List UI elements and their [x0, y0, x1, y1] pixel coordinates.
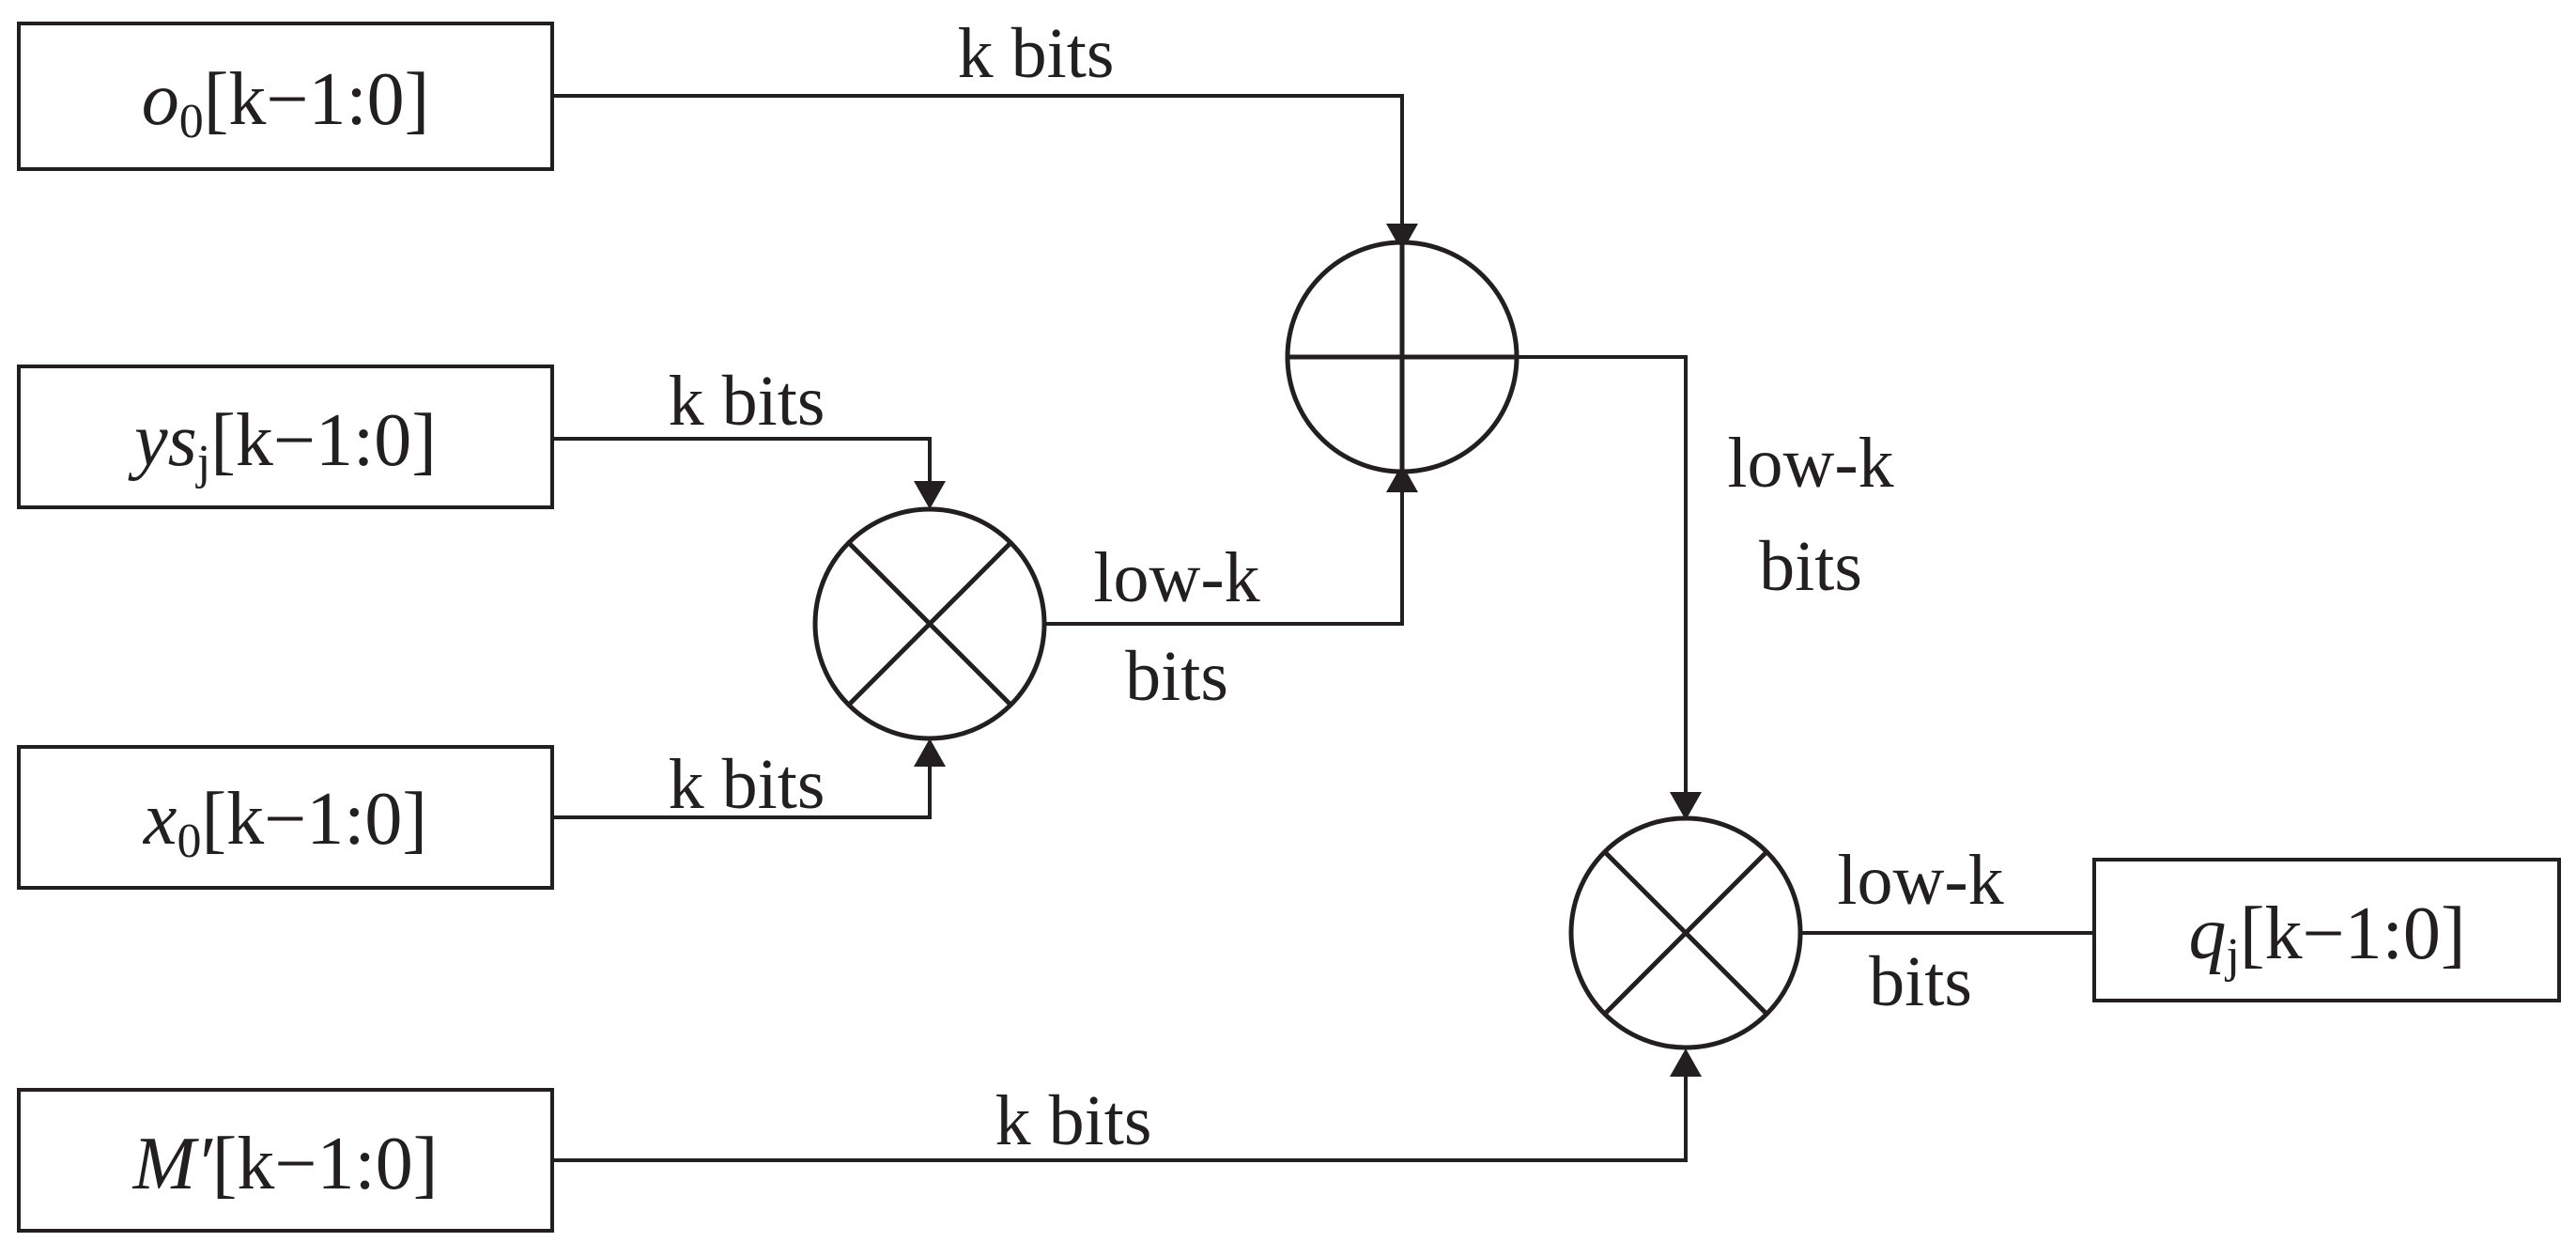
qj-subscript: j	[2224, 929, 2239, 983]
wire-multiplier1-to-adder	[1044, 489, 1404, 626]
svg-text:qj[k−1:0]: qj[k−1:0]	[2188, 893, 2465, 983]
svg-text:x0[k−1:0]: x0[k−1:0]	[143, 778, 427, 868]
label-o0-bits: k bits	[958, 14, 1115, 93]
wire-o0-to-adder	[552, 94, 1404, 228]
label-multiplier1-output-line2: bits	[1125, 637, 1228, 716]
arrowhead-into-multiplier2-top	[1670, 792, 1702, 820]
x0-input-block: x0[k−1:0]	[17, 745, 554, 890]
o0-symbol: o	[142, 58, 179, 141]
label-ysj-bits: k bits	[669, 362, 825, 441]
multiplier2-operator	[1568, 815, 1803, 1050]
label-m-bits: k bits	[995, 1081, 1152, 1160]
wire-ysj-to-multiplier1	[552, 437, 932, 484]
arrowhead-into-adder-bottom	[1386, 464, 1418, 492]
wire-m-to-multiplier2	[552, 1074, 1688, 1162]
x0-symbol: x	[143, 778, 177, 861]
m-input-block: M′[k−1:0]	[17, 1088, 554, 1233]
ysj-range: [k−1:0]	[210, 399, 437, 482]
m-range: [k−1:0]	[212, 1123, 439, 1205]
qj-symbol: q	[2188, 893, 2226, 975]
adder-operator	[1285, 240, 1519, 474]
label-adder-output-line2: bits	[1759, 527, 1862, 606]
wire-x0-to-multiplier1	[552, 764, 932, 819]
arrowhead-into-adder-top	[1386, 224, 1418, 252]
m-symbol: M′	[132, 1123, 214, 1205]
ysj-symbol: ys	[128, 399, 197, 482]
svg-text:ysj[k−1:0]: ysj[k−1:0]	[128, 399, 437, 489]
label-x0-bits: k bits	[669, 745, 825, 824]
o0-range: [k−1:0]	[204, 58, 430, 141]
ysj-input-block: ysj[k−1:0]	[17, 365, 554, 509]
label-multiplier2-output-line2: bits	[1869, 942, 1972, 1021]
multiplier1-operator	[812, 506, 1047, 741]
wire-adder-to-multiplier2	[1517, 355, 1688, 797]
qj-output-block: qj[k−1:0]	[2092, 858, 2561, 1002]
arrowhead-into-multiplier1-top	[914, 481, 946, 509]
svg-text:M′[k−1:0]: M′[k−1:0]	[132, 1123, 439, 1205]
x0-range: [k−1:0]	[201, 778, 427, 861]
x0-subscript: 0	[177, 815, 201, 868]
label-multiplier2-output-line1: low-k	[1837, 841, 2003, 920]
ysj-subscript: j	[195, 436, 210, 489]
label-adder-output-line1: low-k	[1727, 424, 1893, 503]
o0-input-block: o0[k−1:0]	[17, 22, 554, 171]
arrowhead-into-multiplier2-bottom	[1670, 1048, 1702, 1077]
qj-range: [k−1:0]	[2240, 893, 2466, 975]
svg-text:o0[k−1:0]: o0[k−1:0]	[142, 58, 430, 148]
label-multiplier1-output-line1: low-k	[1093, 538, 1259, 617]
arrowhead-into-multiplier1-bottom	[914, 738, 946, 767]
o0-subscript: 0	[179, 95, 204, 148]
